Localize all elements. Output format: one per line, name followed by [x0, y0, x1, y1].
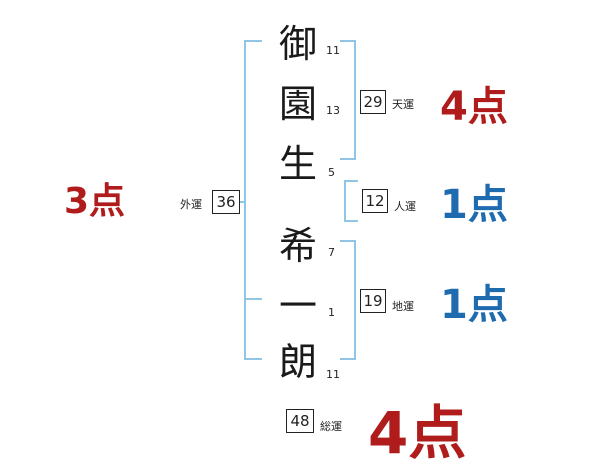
- name-char-2: 園: [278, 82, 317, 126]
- right-bracket-chiun-bottom: [340, 358, 356, 360]
- gaiun-label: 外運: [180, 198, 202, 211]
- right-bracket-tenun-top: [340, 40, 356, 42]
- left-bracket-vertical: [244, 40, 246, 360]
- tenun-value-box: 29: [360, 90, 386, 114]
- souun-label: 総運: [320, 420, 342, 433]
- left-bracket-top: [244, 40, 262, 42]
- stroke-count-1: 11: [326, 44, 340, 57]
- left-bracket-connector: [238, 201, 246, 203]
- chiun-value-box: 19: [360, 289, 386, 313]
- gaiun-value-box: 36: [212, 190, 240, 214]
- right-bracket-tenun-vertical: [354, 40, 356, 160]
- stroke-count-5: 1: [328, 306, 335, 319]
- left-bracket-mid: [244, 298, 262, 300]
- stroke-count-2: 13: [326, 104, 340, 117]
- right-bracket-jinun-top: [344, 180, 358, 182]
- stroke-count-6: 11: [326, 368, 340, 381]
- chiun-label: 地運: [392, 300, 414, 313]
- jinun-label: 人運: [394, 200, 416, 213]
- right-bracket-jinun-bottom: [344, 220, 358, 222]
- stroke-count-4: 7: [328, 246, 335, 259]
- tenun-score: 4点: [440, 84, 508, 130]
- name-char-1: 御: [278, 22, 317, 66]
- souun-score: 4点: [368, 399, 467, 467]
- right-bracket-chiun-vertical: [354, 240, 356, 360]
- right-bracket-tenun-bottom: [340, 158, 356, 160]
- jinun-score: 1点: [440, 182, 508, 228]
- chiun-score: 1点: [440, 282, 508, 328]
- right-bracket-jinun-vertical: [344, 180, 346, 222]
- right-bracket-chiun-top: [340, 240, 356, 242]
- name-char-6: 朗: [278, 340, 317, 384]
- gaiun-score: 3点: [64, 181, 126, 222]
- name-char-3: 生: [278, 142, 317, 186]
- name-char-5: 一: [278, 284, 317, 328]
- stroke-count-3: 5: [328, 166, 335, 179]
- jinun-value-box: 12: [362, 189, 388, 213]
- left-bracket-bottom: [244, 358, 262, 360]
- tenun-label: 天運: [392, 98, 414, 111]
- souun-value-box: 48: [286, 409, 314, 433]
- name-char-4: 希: [278, 224, 317, 268]
